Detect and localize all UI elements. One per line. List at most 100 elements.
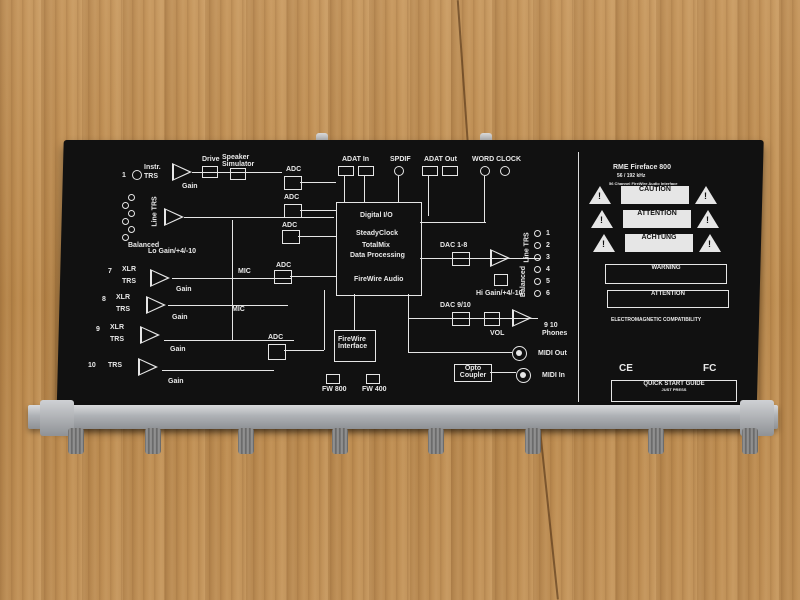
label-xlr-9: XLR — [110, 324, 124, 331]
label-adc-3: ADC — [282, 222, 298, 229]
label-drive: Drive — [202, 156, 220, 163]
achtung-label: ACHTUNG — [641, 234, 677, 241]
led-6 — [122, 234, 129, 241]
label-xlr-7: XLR — [122, 266, 136, 273]
label-adat-out: ADAT Out — [424, 156, 457, 163]
label-fw400: FW 400 — [362, 386, 387, 393]
label-steadyclock: SteadyClock — [356, 230, 399, 237]
speaker-sim-block — [230, 168, 246, 180]
product-title: RME Fireface 800 — [613, 164, 671, 171]
label-out-3: 3 — [546, 254, 550, 261]
adc-block — [284, 176, 302, 190]
attention-sign: ATTENTION — [623, 210, 691, 228]
label-ch7: 7 — [108, 268, 112, 275]
ce-mark: CE — [619, 363, 633, 374]
label-trs-9: TRS — [110, 336, 124, 343]
gain-knob — [238, 428, 254, 454]
amp-triangle-icon — [140, 326, 160, 344]
signal-line — [300, 182, 336, 183]
dac-block — [452, 312, 470, 326]
warning-triangle-icon — [699, 234, 721, 252]
label-instr: Instr. — [144, 164, 161, 171]
label-word-clock: WORD CLOCK — [472, 156, 521, 163]
gain-knob — [332, 428, 348, 454]
warning-box-title: WARNING — [651, 265, 681, 271]
signal-line — [354, 294, 355, 330]
firewire-interface-block — [334, 330, 376, 362]
label-midi-out: MIDI Out — [538, 350, 567, 357]
led-4 — [122, 218, 129, 225]
signal-line — [300, 210, 336, 211]
label-spdif: SPDIF — [390, 156, 411, 163]
signal-line — [398, 176, 399, 202]
word-clock-out-icon — [500, 166, 510, 176]
signal-line — [408, 318, 538, 319]
label-mic: MIC — [238, 268, 251, 275]
label-gain-10: Gain — [168, 378, 184, 385]
label-trs-7: TRS — [122, 278, 136, 285]
gain-knob — [145, 428, 161, 454]
signal-line — [162, 370, 274, 371]
label-ch10: 10 — [88, 362, 96, 369]
signal-line — [364, 176, 365, 202]
gain-knob — [68, 428, 84, 454]
gain-knob — [428, 428, 444, 454]
label-hi-gain: Hi Gain/+4/-10 — [476, 290, 523, 297]
label-gain-7: Gain — [176, 286, 192, 293]
amp-triangle-icon — [146, 296, 166, 314]
label-lo-gain: Lo Gain/+4/-10 — [148, 248, 197, 255]
label-vol: VOL — [490, 330, 505, 337]
caution-label: CAUTION — [639, 186, 671, 193]
warning-triangle-icon — [697, 210, 719, 228]
label-totalmix: TotalMix — [362, 242, 390, 249]
output-led — [534, 266, 541, 273]
amp-triangle-icon — [150, 269, 170, 287]
output-led — [534, 230, 541, 237]
quick-start-box: QUICK START GUIDE JUST PRESS — [611, 380, 737, 402]
label-gain-9: Gain — [170, 346, 186, 353]
adat-in-port — [358, 166, 374, 176]
signal-line — [428, 176, 429, 216]
digital-io-block — [336, 202, 422, 296]
label-out-4: 4 — [546, 266, 550, 273]
label-adc-5: ADC — [268, 334, 284, 341]
block-diagram-panel: 1 Instr. TRS Gain Drive Speaker Simulato… — [72, 150, 577, 405]
label-fw800: FW 800 — [322, 386, 347, 393]
signal-line — [284, 350, 324, 351]
label-phones-ch: 9 10 — [544, 322, 558, 329]
midi-in-icon — [516, 368, 531, 383]
attention-box: ATTENTION — [607, 290, 729, 308]
quick-start-sub: JUST PRESS — [661, 387, 687, 392]
label-panel: RME Fireface 800 56 / 192 kHz 56 Channel… — [578, 152, 751, 402]
label-mic-2: MIC — [232, 306, 245, 313]
output-led — [534, 254, 541, 261]
emc-title: ELECTROMAGNETIC COMPATIBILITY — [611, 317, 702, 323]
vol-block — [484, 312, 500, 326]
caution-sign: CAUTION — [621, 186, 689, 204]
signal-line — [344, 176, 345, 202]
label-balanced: Balanced — [128, 242, 160, 249]
label-out-2: 2 — [546, 242, 550, 249]
hi-gain-block — [494, 274, 508, 286]
label-dac-9-10: DAC 9/10 — [440, 302, 471, 309]
output-led — [534, 290, 541, 297]
adc-block — [282, 230, 300, 244]
adc-block — [268, 344, 286, 360]
attention-box-title: ATTENTION — [651, 291, 685, 297]
fw400-port — [366, 374, 380, 384]
label-trs-10: TRS — [108, 362, 122, 369]
signal-line — [164, 340, 294, 341]
gain-knob — [525, 428, 541, 454]
signal-line — [192, 172, 282, 173]
label-gain-8: Gain — [172, 314, 188, 321]
fcc-mark: FC — [703, 363, 717, 374]
label-xlr-8: XLR — [116, 294, 130, 301]
signal-line — [232, 220, 233, 340]
led-2 — [122, 202, 129, 209]
signal-line — [420, 222, 486, 223]
label-out-1: 1 — [546, 230, 550, 237]
adat-out-port — [422, 166, 438, 176]
warning-box: WARNING — [605, 264, 727, 284]
adc-block — [274, 270, 292, 284]
product-subtitle-2: 56 Channel FireWire Audio Interface — [609, 181, 678, 186]
